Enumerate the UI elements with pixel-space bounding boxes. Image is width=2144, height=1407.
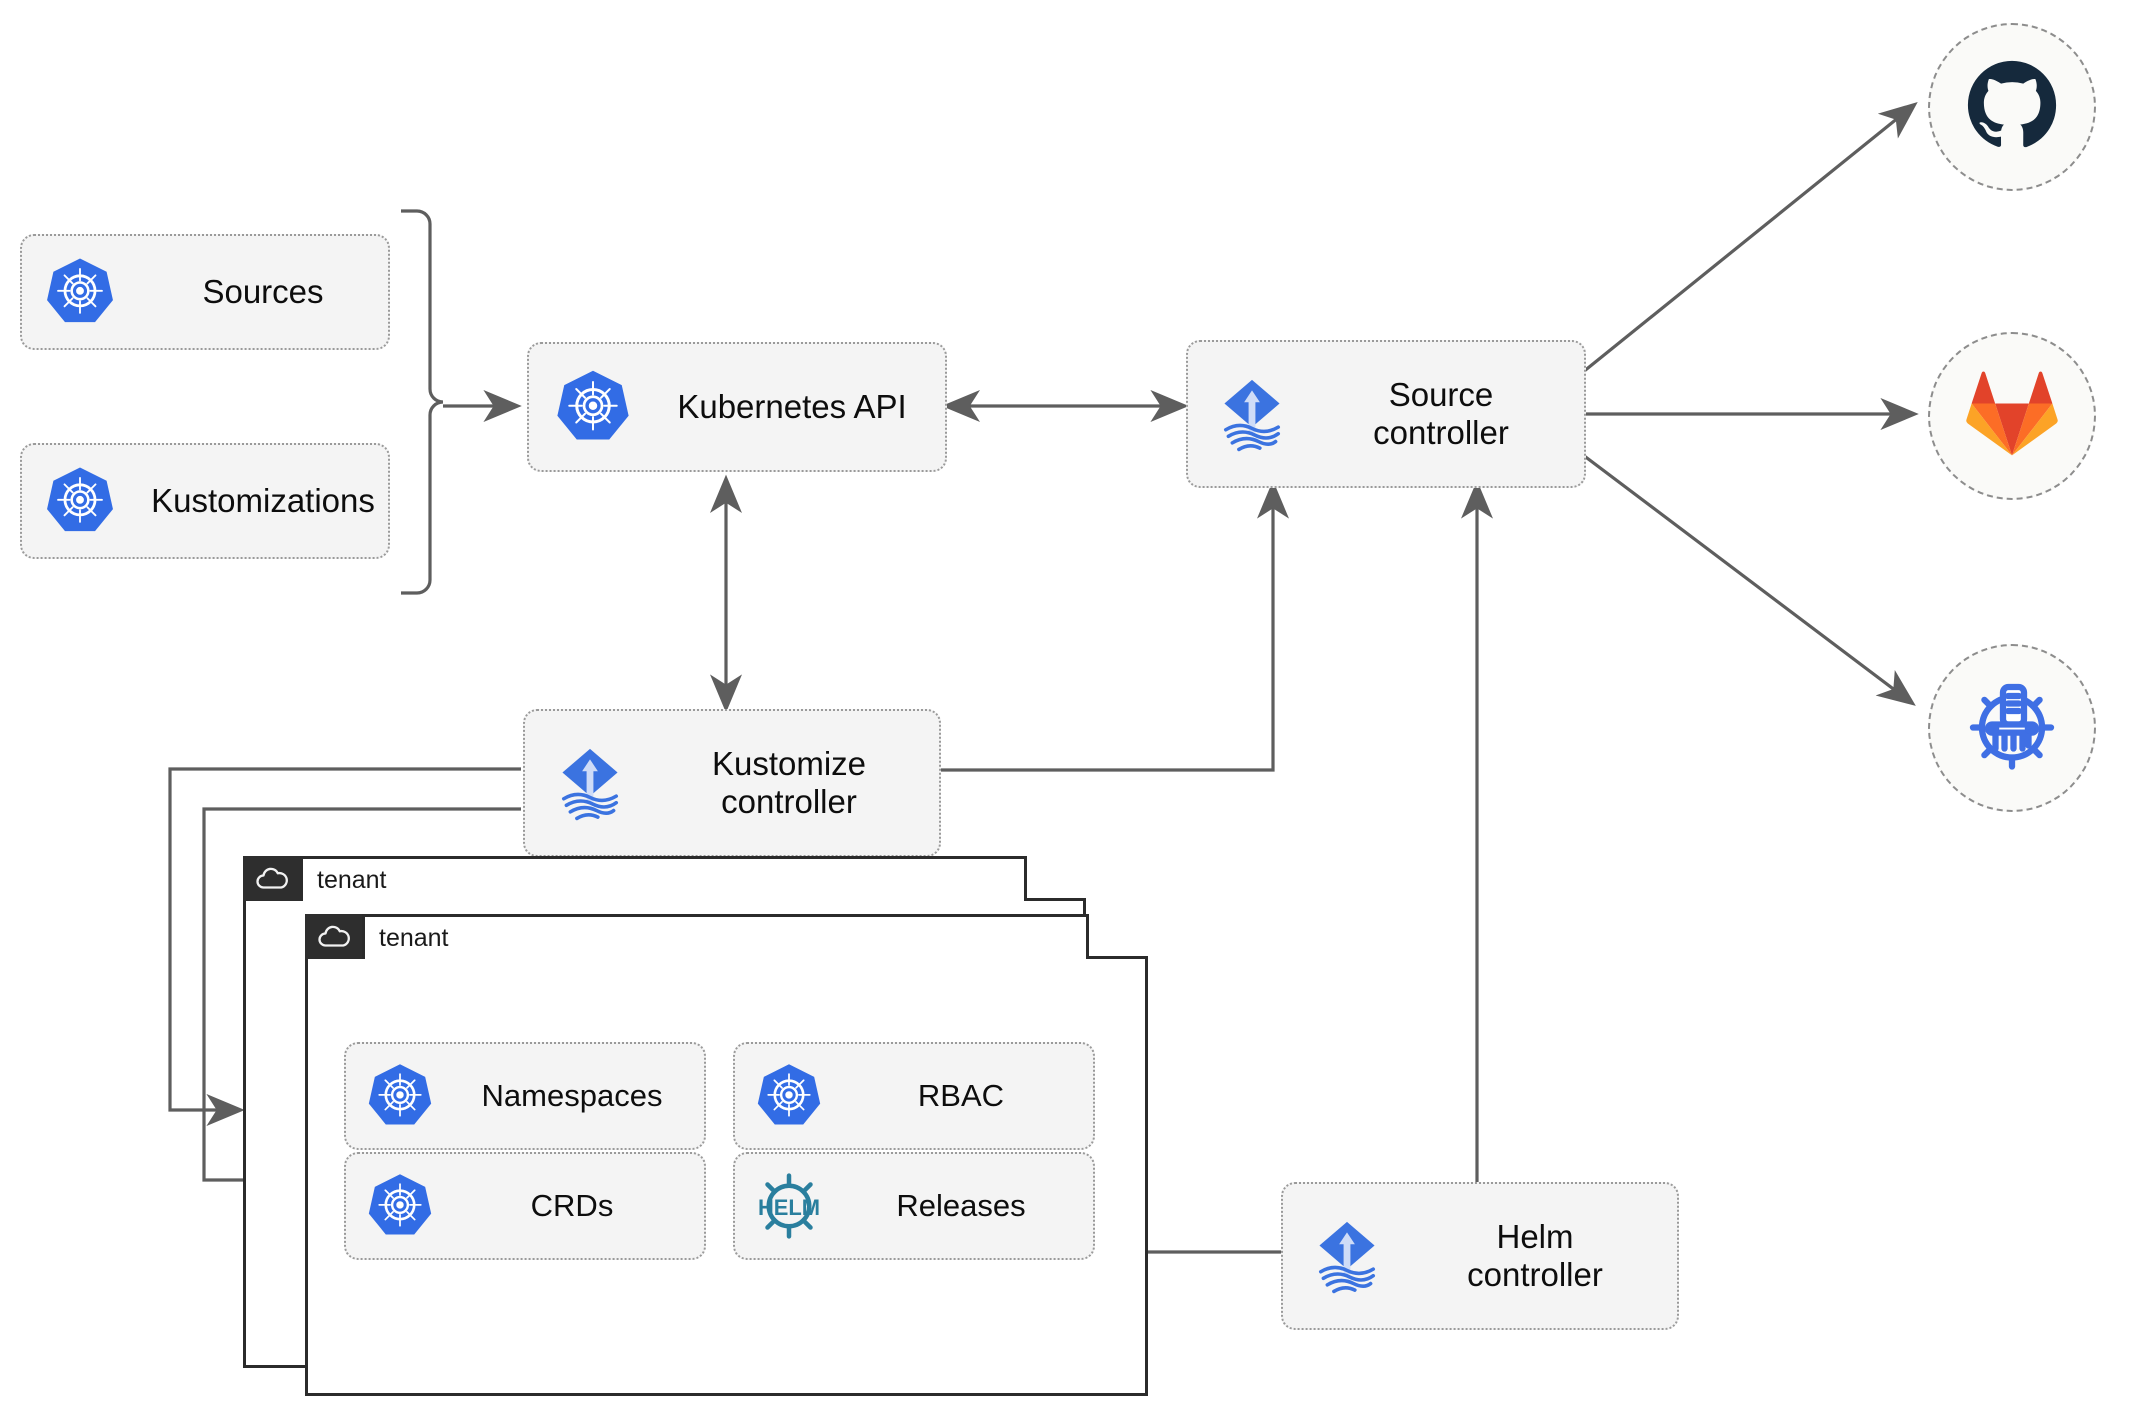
tenant-tab-back[interactable]: tenant [243, 856, 1027, 901]
helm-icon: HELM [735, 1170, 843, 1242]
cloud-icon [305, 914, 362, 959]
kubernetes-icon [22, 255, 138, 329]
node-crds[interactable]: CRDs [344, 1152, 706, 1260]
provider-helm-repository[interactable] [1928, 644, 2096, 812]
helm-repository-icon [1964, 678, 2060, 779]
flux-icon [1188, 372, 1316, 456]
tenant-tab-label-wrap: tenant [362, 914, 1089, 959]
kubernetes-icon [529, 367, 657, 447]
tenant-panel-front[interactable]: tenant Namespaces [305, 914, 1148, 1396]
flux-icon [1283, 1214, 1411, 1298]
node-namespaces[interactable]: Namespaces [344, 1042, 706, 1150]
kubernetes-icon [735, 1061, 843, 1131]
node-label: Helm controller [1467, 1217, 1603, 1293]
flux-icon [525, 741, 655, 825]
provider-github[interactable] [1928, 23, 2096, 191]
node-kustomize-controller[interactable]: Kustomize controller [523, 709, 941, 857]
svg-text:HELM: HELM [758, 1195, 820, 1220]
github-icon [1966, 59, 2058, 156]
tenant-tab-front[interactable]: tenant [305, 914, 1089, 959]
gitlab-icon [1966, 370, 2058, 463]
node-label: Kubernetes API [677, 387, 907, 425]
node-label: RBAC [917, 1078, 1005, 1114]
node-label: Releases [896, 1188, 1026, 1224]
node-label: CRDs [530, 1188, 614, 1224]
node-source-controller[interactable]: Source controller [1186, 340, 1586, 488]
node-kubernetes-api[interactable]: Kubernetes API [527, 342, 947, 472]
node-helm-controller[interactable]: Helm controller [1281, 1182, 1679, 1330]
node-sources[interactable]: Sources [20, 234, 390, 350]
kubernetes-icon [22, 464, 138, 538]
tenant-tab-label-wrap: tenant [300, 856, 1027, 901]
tenant-label: tenant [317, 865, 387, 894]
kubernetes-icon [346, 1171, 454, 1241]
node-releases[interactable]: HELM Releases [733, 1152, 1095, 1260]
node-label: Sources [202, 272, 324, 310]
node-label: Source controller [1373, 375, 1509, 451]
node-label: Kustomize controller [711, 744, 867, 820]
node-kustomizations[interactable]: Kustomizations [20, 443, 390, 559]
provider-gitlab[interactable] [1928, 332, 2096, 500]
node-rbac[interactable]: RBAC [733, 1042, 1095, 1150]
kubernetes-icon [346, 1061, 454, 1131]
node-label: Namespaces [481, 1078, 663, 1114]
cloud-icon [243, 856, 300, 901]
node-label: Kustomizations [151, 481, 375, 519]
tenant-label: tenant [379, 923, 449, 952]
